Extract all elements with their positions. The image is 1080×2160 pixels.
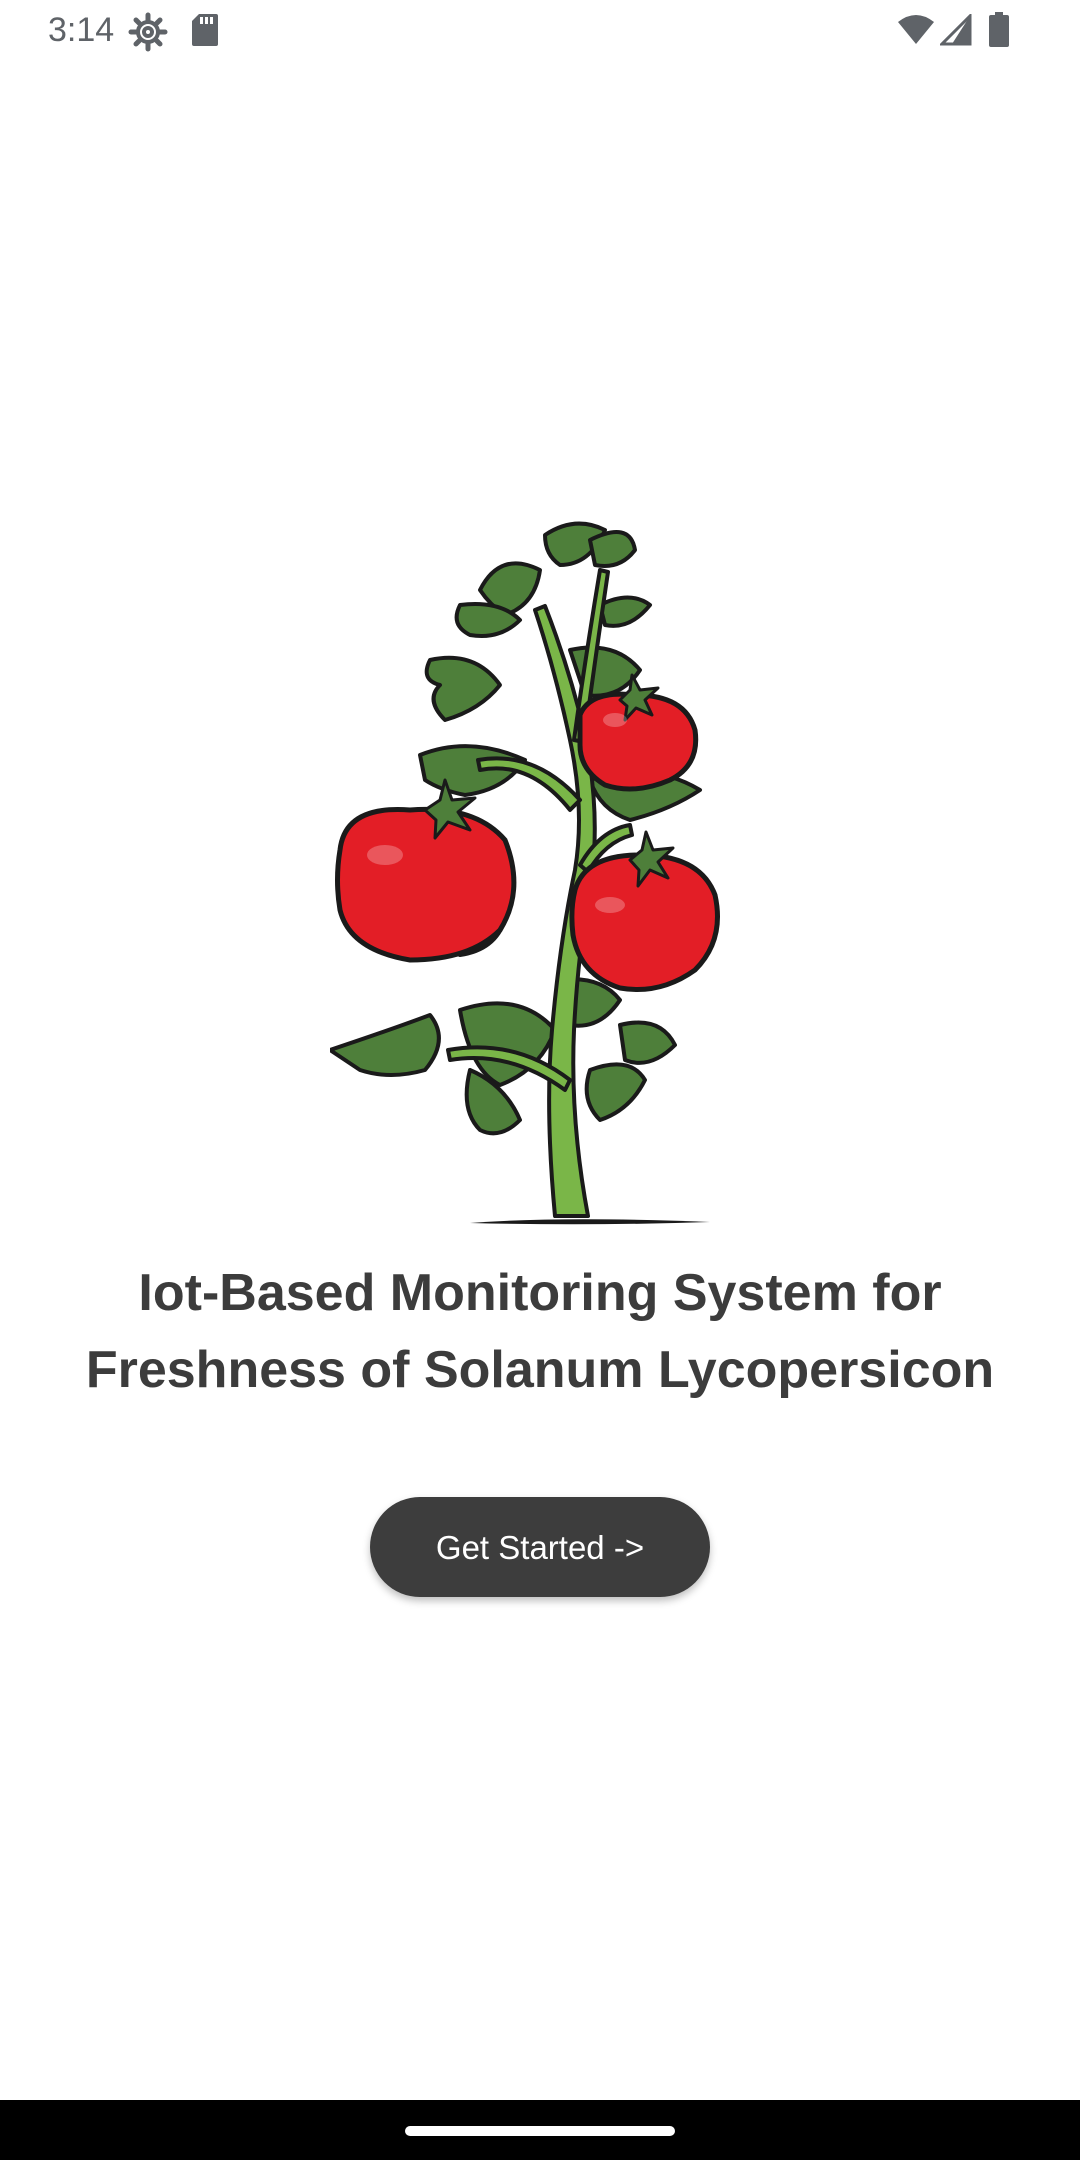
settings-gear-icon — [128, 12, 168, 57]
status-time: 3:14 — [48, 11, 115, 49]
sd-card-icon — [190, 12, 220, 53]
wifi-icon — [896, 14, 936, 51]
battery-icon — [988, 12, 1010, 53]
app-title: Iot-Based Monitoring System for Freshnes… — [40, 1255, 1040, 1409]
home-gesture-handle[interactable] — [405, 2126, 675, 2136]
get-started-button[interactable]: Get Started -> — [370, 1497, 710, 1597]
tomato-plant-illustration — [328, 510, 750, 1230]
cell-signal-icon — [938, 12, 972, 51]
status-bar: 3:14 — [0, 0, 1080, 66]
title-line-1: Iot-Based Monitoring System for — [138, 1264, 942, 1322]
title-line-2: Freshness of Solanum Lycopersicon — [85, 1341, 995, 1399]
